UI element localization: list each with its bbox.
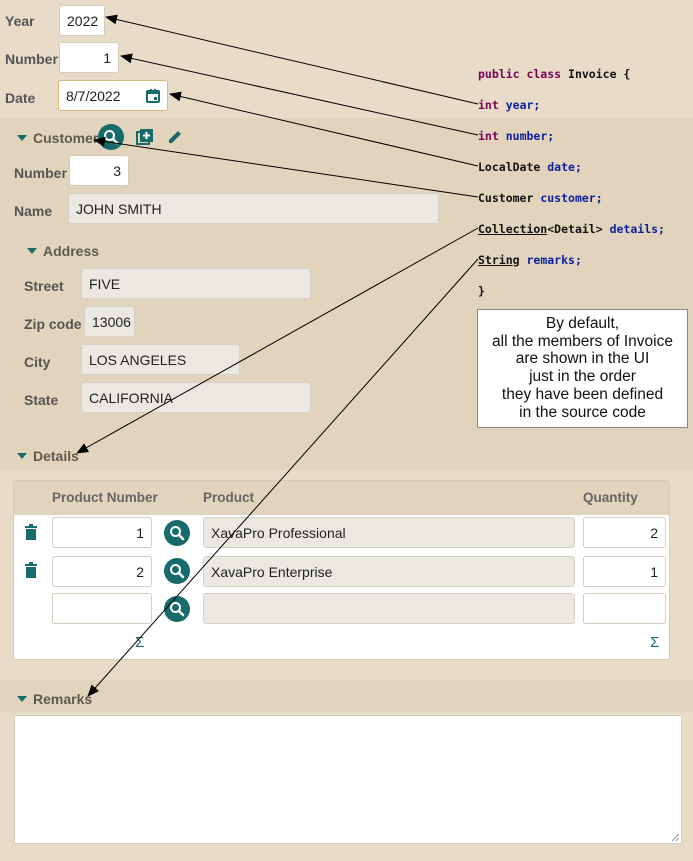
row1-search-product-button[interactable]	[164, 520, 190, 546]
search-icon	[170, 564, 185, 579]
row1-product-field: XavaPro Professional	[203, 517, 575, 548]
column-header-quantity: Quantity	[583, 490, 638, 505]
row2-search-product-button[interactable]	[164, 558, 190, 584]
note-line: in the source code	[519, 403, 646, 421]
resize-handle-icon[interactable]	[671, 833, 680, 842]
sum-quantity-icon[interactable]: Σ	[650, 634, 660, 651]
state-label: State	[24, 392, 59, 408]
search-customer-button[interactable]	[98, 124, 124, 150]
row2-product-number-input[interactable]: 2	[52, 556, 152, 587]
trash-icon[interactable]	[24, 562, 38, 578]
sum-product-number-icon[interactable]: Σ	[135, 634, 145, 651]
note-line: they have been defined	[501, 385, 664, 403]
row3-product-number-input[interactable]	[52, 593, 152, 624]
street-label: Street	[24, 278, 64, 294]
date-label: Date	[5, 90, 36, 106]
collapse-triangle-icon	[27, 248, 37, 255]
customer-name-field: JOHN SMITH	[68, 193, 439, 224]
remarks-section-title[interactable]: Remarks	[17, 691, 92, 707]
zip-label: Zip code	[24, 316, 82, 332]
collapse-triangle-icon	[17, 453, 27, 460]
details-band	[0, 436, 693, 470]
search-icon	[104, 130, 119, 145]
row1-product-number-input[interactable]: 1	[52, 517, 152, 548]
customer-number-label: Number	[14, 165, 67, 181]
row1-quantity-input[interactable]: 2	[583, 517, 666, 548]
details-section-title[interactable]: Details	[17, 448, 79, 464]
date-value: 8/7/2022	[66, 88, 121, 104]
address-section-title[interactable]: Address	[27, 243, 99, 259]
calendar-icon[interactable]	[145, 88, 161, 104]
year-input[interactable]: 2022	[59, 5, 105, 36]
row3-quantity-input[interactable]	[583, 593, 666, 624]
note-line: By default,	[545, 315, 620, 332]
collapse-triangle-icon	[17, 135, 27, 142]
note-line: are shown in the UI	[515, 350, 650, 368]
street-field: FIVE	[81, 268, 311, 299]
row2-quantity-input[interactable]: 1	[583, 556, 666, 587]
search-icon	[170, 602, 185, 617]
row3-product-field	[203, 593, 575, 624]
city-field: LOS ANGELES	[81, 344, 240, 375]
search-icon	[170, 526, 185, 541]
city-label: City	[24, 354, 51, 370]
state-field: CALIFORNIA	[81, 382, 311, 413]
code-line-remarks: String remarks;	[478, 253, 582, 267]
add-customer-icon[interactable]	[136, 128, 154, 146]
collapse-triangle-icon	[17, 696, 27, 703]
edit-pencil-icon[interactable]	[166, 128, 184, 146]
code-line-close: }	[478, 284, 485, 298]
trash-icon[interactable]	[24, 524, 38, 540]
explanation-note: By default, all the members of Invoice a…	[477, 309, 688, 428]
code-line-date: LocalDate date;	[478, 160, 582, 174]
note-line: just in the order	[529, 368, 636, 386]
code-line-number: int number;	[478, 129, 555, 143]
customer-number-input[interactable]: 3	[69, 155, 129, 186]
note-line: all the members of Invoice	[492, 332, 673, 350]
code-line-customer: Customer customer;	[478, 191, 603, 205]
code-line-year: int year;	[478, 98, 541, 112]
zip-field: 13006	[84, 306, 135, 337]
remarks-textarea[interactable]	[14, 715, 682, 844]
year-label: Year	[5, 13, 35, 29]
number-input[interactable]: 1	[59, 42, 119, 73]
column-header-product-number: Product Number	[52, 490, 158, 505]
row3-search-product-button[interactable]	[164, 596, 190, 622]
remarks-band	[0, 680, 693, 712]
code-line-class: public class Invoice {	[478, 67, 631, 81]
customer-section-title[interactable]: Customer	[17, 130, 98, 146]
code-line-details: Collection<Detail> details;	[478, 222, 665, 236]
row2-product-field: XavaPro Enterprise	[203, 556, 575, 587]
column-header-product: Product	[203, 490, 255, 505]
number-label: Number	[5, 51, 58, 67]
customer-name-label: Name	[14, 203, 53, 219]
